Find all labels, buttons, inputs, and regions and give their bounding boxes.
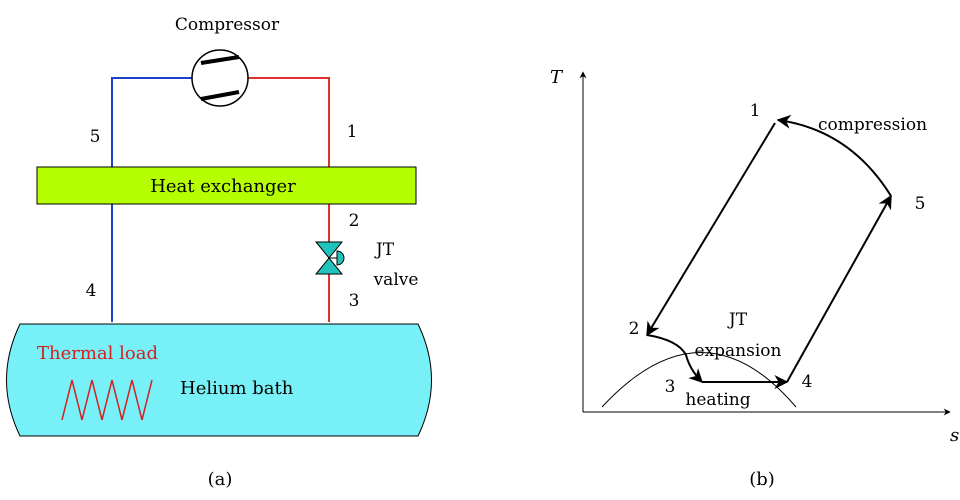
path-4-to-5 [786, 194, 892, 383]
axis-label-s: s [950, 425, 959, 446]
heat-exchanger [36, 166, 417, 205]
valve-label-jt: JT [374, 240, 395, 260]
panel-b: T s 1 2 3 4 5 compression JT expansion h… [550, 67, 959, 490]
thermal-load-label: Thermal load [37, 343, 158, 364]
point-label-1: 1 [750, 101, 761, 121]
compressor [191, 49, 249, 107]
heat-exchanger-label: Heat exchanger [150, 176, 296, 197]
hot-pipe-top [248, 77, 330, 322]
thermal-load-resistor [61, 379, 153, 421]
expansion-label-jt: JT [727, 310, 748, 330]
point-label-4: 4 [802, 372, 813, 392]
valve-label-valve: valve [373, 270, 419, 290]
point-label-2: 2 [629, 319, 640, 339]
path-1-to-2 [646, 122, 776, 337]
panel-a: Compressor Heat exchanger JT valve 1 2 3… [6, 15, 432, 490]
cold-pipe-top [111, 77, 192, 322]
bath-label: Helium bath [180, 378, 294, 399]
state-label-5: 5 [90, 127, 101, 147]
state-label-2: 2 [349, 211, 360, 231]
caption-b: (b) [749, 469, 775, 490]
heating-label: heating [685, 390, 750, 410]
helium-bath [6, 323, 432, 437]
caption-a: (a) [208, 469, 233, 490]
path-2-to-3-jt-expansion [646, 334, 703, 383]
jt-valve [314, 241, 345, 275]
state-label-4: 4 [86, 281, 97, 301]
expansion-label-expansion: expansion [695, 341, 782, 361]
compression-label: compression [818, 115, 927, 135]
axis-label-t: T [550, 67, 564, 88]
point-label-5: 5 [915, 194, 926, 214]
compressor-label: Compressor [175, 15, 280, 35]
state-label-1: 1 [347, 122, 358, 142]
state-label-3: 3 [349, 291, 360, 311]
path-5-to-1-compression [776, 114, 892, 197]
point-label-3: 3 [665, 377, 676, 397]
